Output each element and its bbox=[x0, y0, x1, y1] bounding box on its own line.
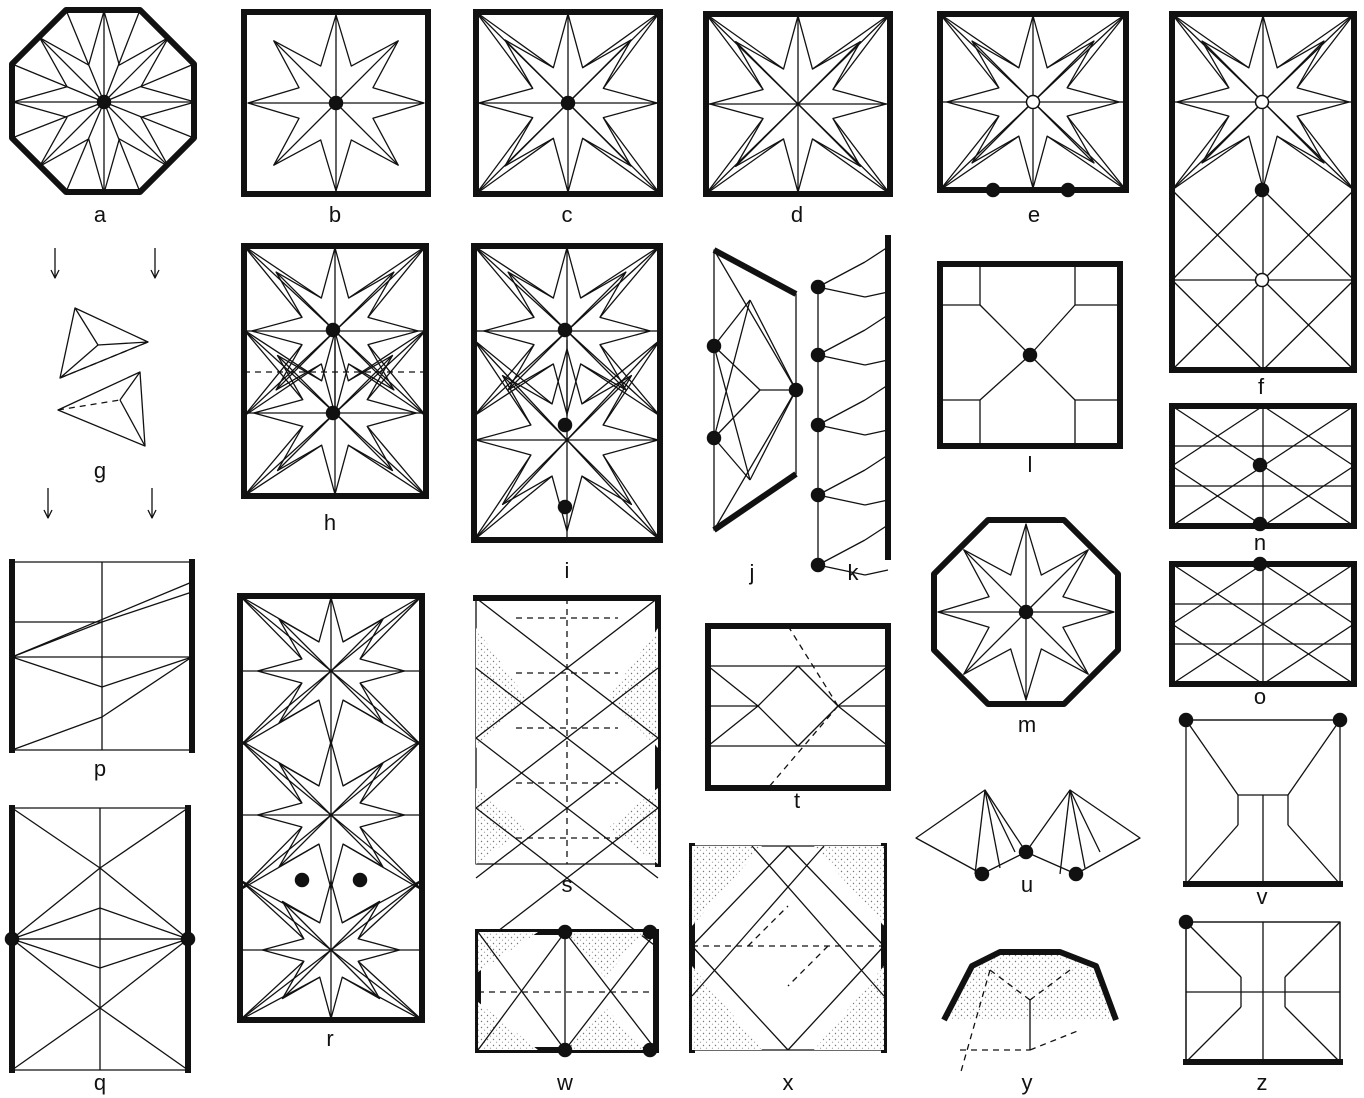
diagram-n bbox=[1169, 403, 1357, 531]
vertex-dot bbox=[559, 324, 572, 337]
diagram-c bbox=[473, 9, 663, 197]
label-m: m bbox=[1018, 712, 1036, 737]
diagram-o bbox=[1169, 558, 1357, 688]
vertex-dot bbox=[1254, 459, 1267, 472]
vertex-dot bbox=[354, 874, 367, 887]
vertex-dot bbox=[790, 384, 803, 397]
vertex-dot bbox=[559, 926, 572, 939]
label-l: l bbox=[1028, 452, 1033, 477]
label-h: h bbox=[324, 510, 336, 535]
vertex-dot bbox=[1070, 868, 1083, 881]
vertex-dot bbox=[1062, 184, 1075, 197]
vertex-dot bbox=[644, 1044, 657, 1057]
diagram-m bbox=[934, 520, 1118, 704]
vertex-dot bbox=[708, 340, 721, 353]
vertex-dot bbox=[1254, 518, 1267, 531]
label-k: k bbox=[848, 560, 860, 585]
vertex-dot bbox=[327, 407, 340, 420]
diagram-p bbox=[12, 559, 192, 753]
label-g: g bbox=[94, 458, 106, 483]
label-c: c bbox=[562, 202, 573, 227]
vertex-dot bbox=[812, 559, 825, 572]
diagram-e bbox=[937, 11, 1129, 197]
diagram-j bbox=[708, 250, 803, 530]
diagram-d bbox=[703, 11, 893, 197]
vertex-dot bbox=[1180, 916, 1193, 929]
label-y: y bbox=[1022, 1070, 1033, 1095]
vertex-dot bbox=[1180, 714, 1193, 727]
label-s: s bbox=[562, 872, 573, 897]
label-u: u bbox=[1021, 872, 1033, 897]
vertex-dot bbox=[6, 933, 19, 946]
label-a: a bbox=[94, 202, 107, 227]
label-i: i bbox=[565, 558, 570, 583]
diagram-i bbox=[471, 243, 663, 543]
diagram-y bbox=[944, 952, 1116, 1075]
vertex-dot bbox=[1020, 846, 1033, 859]
vertex-dot bbox=[1024, 349, 1037, 362]
label-p: p bbox=[94, 756, 106, 781]
vertex-dot bbox=[812, 281, 825, 294]
diagram-a bbox=[12, 10, 195, 193]
diagram-x bbox=[692, 843, 884, 1053]
diagram-h bbox=[241, 243, 429, 499]
vertex-dot bbox=[182, 933, 195, 946]
label-e: e bbox=[1028, 202, 1040, 227]
diagram-q bbox=[6, 805, 195, 1073]
diagram-v bbox=[1180, 714, 1347, 885]
diagram-z bbox=[1180, 916, 1344, 1063]
vertex-dot bbox=[562, 97, 575, 110]
diagram-r bbox=[237, 593, 425, 1023]
vertex-dot bbox=[1334, 714, 1347, 727]
label-w: w bbox=[556, 1070, 573, 1095]
diagram-w bbox=[475, 926, 659, 1057]
vertex-dot bbox=[976, 868, 989, 881]
diagram-k bbox=[812, 235, 889, 575]
vertex-dot bbox=[296, 874, 309, 887]
vertex-dot bbox=[644, 926, 657, 939]
hollow-vertex-dot bbox=[1027, 96, 1040, 109]
vertex-dot bbox=[1254, 558, 1267, 571]
hollow-vertex-dot bbox=[1256, 96, 1269, 109]
vertex-dot bbox=[327, 324, 340, 337]
vertex-dot bbox=[1256, 184, 1269, 197]
diagram-u bbox=[916, 790, 1140, 881]
vertex-dot bbox=[812, 419, 825, 432]
vertex-dot bbox=[812, 489, 825, 502]
label-b: b bbox=[329, 202, 341, 227]
vertex-dot bbox=[98, 96, 111, 109]
diagram-l bbox=[937, 261, 1123, 449]
diagram-f bbox=[1169, 11, 1357, 373]
label-x: x bbox=[783, 1070, 794, 1095]
label-n: n bbox=[1254, 530, 1266, 555]
vertex-dot bbox=[1020, 606, 1033, 619]
vertex-dot bbox=[812, 349, 825, 362]
label-o: o bbox=[1254, 684, 1266, 709]
label-j: j bbox=[749, 560, 755, 585]
label-f: f bbox=[1258, 374, 1265, 399]
label-q: q bbox=[94, 1070, 106, 1095]
label-t: t bbox=[794, 788, 800, 813]
vertex-dot bbox=[559, 419, 572, 432]
label-d: d bbox=[791, 202, 803, 227]
label-r: r bbox=[326, 1026, 333, 1051]
hollow-vertex-dot bbox=[1256, 274, 1269, 287]
label-z: z bbox=[1257, 1070, 1268, 1095]
diagram-t bbox=[705, 623, 891, 791]
vertex-dot bbox=[330, 97, 343, 110]
vertex-dot bbox=[987, 184, 1000, 197]
diagram-b bbox=[241, 9, 431, 197]
label-v: v bbox=[1257, 884, 1268, 909]
vertex-dot bbox=[559, 1044, 572, 1057]
vertex-dot bbox=[559, 501, 572, 514]
vertex-dot bbox=[708, 432, 721, 445]
